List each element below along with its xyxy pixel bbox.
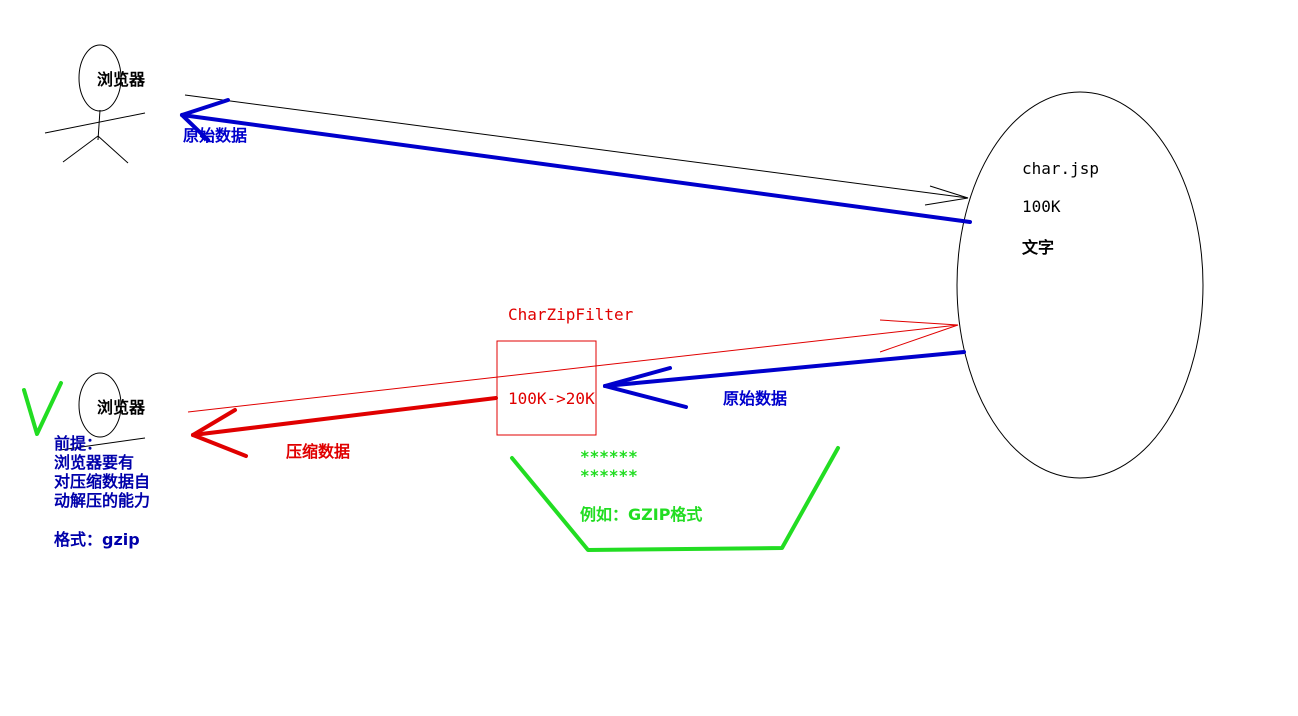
top-browser-label: 浏览器 (97, 70, 146, 89)
top-request-arrow (184, 94, 969, 206)
server-file-label: char.jsp (1022, 159, 1100, 178)
filter-ratio-label: 100K->20K (508, 389, 595, 408)
gzip-example-label: 例如：GZIP格式 (580, 505, 703, 524)
top-arrow-label: 原始数据 (183, 126, 248, 145)
top-response-arrow (180, 98, 972, 224)
prerequisite-note: 前提： 浏览器要有 对压缩数据自 动解压的能力 格式：gzip (54, 434, 150, 549)
stars-line-2: ****** (580, 466, 638, 485)
note-line: 浏览器要有 (54, 453, 135, 472)
bottom-browser-label: 浏览器 (97, 398, 146, 417)
filter-box (496, 340, 597, 436)
server-ellipse (956, 91, 1204, 479)
green-check-icon (22, 381, 63, 436)
note-format: 格式：gzip (54, 530, 140, 549)
server-size-label: 100K (1022, 197, 1061, 216)
top-browser-figure (44, 44, 146, 164)
compressed-label: 压缩数据 (286, 442, 351, 461)
server-content-label: 文字 (1022, 238, 1055, 257)
compressed-arrow (191, 396, 498, 458)
bottom-request-arrow (187, 319, 959, 413)
filter-input-label: 原始数据 (723, 389, 788, 408)
green-bracket (510, 446, 840, 552)
stars-line-1: ****** (580, 447, 638, 466)
note-title: 前提： (54, 434, 103, 453)
bottom-browser-figure (59, 372, 146, 451)
filter-input-arrow (603, 350, 966, 409)
note-line: 动解压的能力 (54, 491, 151, 510)
note-line: 对压缩数据自 (54, 472, 151, 491)
filter-name-label: CharZipFilter (508, 305, 634, 324)
